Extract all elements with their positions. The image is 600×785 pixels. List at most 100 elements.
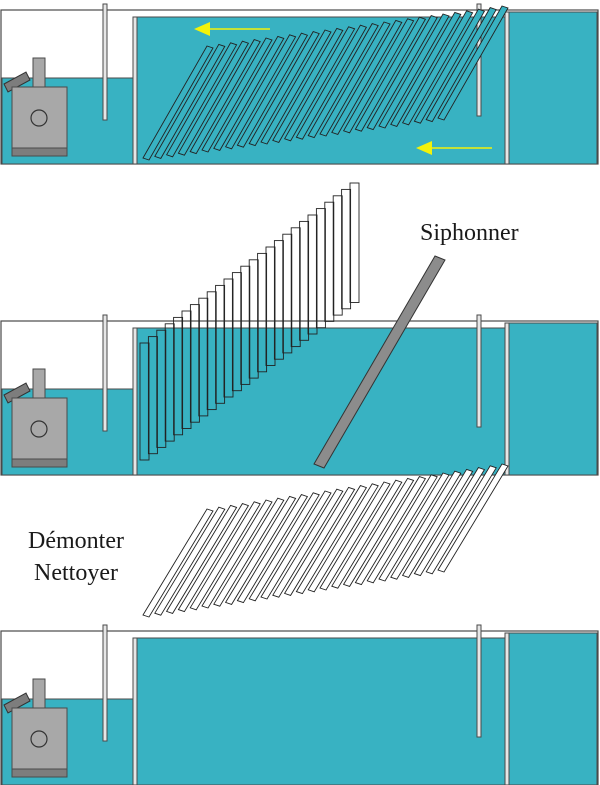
pump-body <box>11 707 68 774</box>
media-plate <box>307 483 379 593</box>
media-plate <box>282 233 293 354</box>
media-plate <box>257 252 268 373</box>
pump-base <box>11 147 68 157</box>
baffle-left <box>102 314 108 432</box>
baffle-left <box>102 3 108 121</box>
pump-rotor <box>30 420 48 438</box>
pump-hose <box>3 71 31 93</box>
media-plate <box>341 188 352 310</box>
media-plate <box>283 486 356 596</box>
media-plate <box>198 297 209 417</box>
pump-hose <box>3 382 31 404</box>
baffle-filter-left <box>132 16 138 165</box>
media-plate <box>248 259 259 379</box>
media-plate <box>272 488 344 598</box>
media-plate <box>366 474 438 584</box>
media-plate <box>290 227 301 348</box>
media-plate <box>342 477 415 587</box>
baffle-left <box>102 624 108 742</box>
media-plate <box>224 495 297 605</box>
pump-body <box>11 86 68 153</box>
pump-body <box>11 397 68 464</box>
baffle-return <box>504 632 510 785</box>
baffle-return <box>504 11 510 165</box>
media-plate <box>413 8 486 124</box>
media-plate <box>401 468 474 578</box>
media-plate <box>273 240 284 360</box>
media-plate <box>390 11 462 127</box>
flow-arrow-bottom-head <box>416 141 432 155</box>
media-plate <box>299 220 310 341</box>
media-plate <box>248 31 320 147</box>
media-plate <box>173 316 184 436</box>
media-plate <box>260 490 332 600</box>
siphon-tube-icon <box>313 255 446 469</box>
baffle-right <box>476 314 482 428</box>
pump-icon <box>3 678 68 778</box>
media-plate <box>213 497 285 607</box>
media-plate <box>215 284 226 404</box>
media-plate <box>213 35 285 151</box>
media-plate <box>332 195 343 316</box>
media-plate <box>248 492 320 602</box>
media-plate <box>260 29 332 145</box>
media-plate <box>189 304 200 423</box>
media-plate <box>189 501 261 611</box>
media-plate <box>295 24 368 140</box>
media-plate <box>378 13 450 129</box>
media-plate <box>315 208 326 329</box>
media-plate <box>307 214 318 335</box>
media-plate <box>154 506 226 616</box>
media-plate <box>201 37 273 153</box>
media-plate <box>165 42 238 158</box>
media-plate <box>390 470 462 580</box>
media-plate <box>189 39 261 155</box>
media-plate <box>142 45 214 161</box>
media-plate <box>156 329 167 448</box>
pump-hose <box>3 692 31 714</box>
media-plate <box>265 246 276 366</box>
label-siphonner: Siphonner <box>420 220 519 246</box>
pump-base <box>11 458 68 468</box>
pump-outlet <box>32 368 46 400</box>
media-plate <box>139 342 150 461</box>
pump-icon <box>3 57 68 157</box>
filter-media <box>142 463 509 618</box>
filter-media <box>139 182 360 461</box>
baffle-filter-left <box>132 637 138 785</box>
label-nettoyer: Nettoyer <box>34 560 118 586</box>
return-chamber-water <box>507 632 598 785</box>
media-plate <box>354 476 427 586</box>
pump-outlet <box>32 57 46 89</box>
media-plate <box>272 27 344 143</box>
media-plate <box>366 15 438 131</box>
return-chamber-water <box>507 11 598 165</box>
baffle-right <box>476 624 482 738</box>
pump-icon <box>3 368 68 468</box>
media-plate <box>342 18 415 134</box>
media-plate <box>177 40 250 156</box>
media-plate <box>331 19 403 135</box>
media-plate <box>236 494 309 604</box>
media-plate <box>307 23 379 139</box>
media-plate <box>437 5 509 121</box>
baffle-return <box>504 322 510 476</box>
pump-rotor <box>30 730 48 748</box>
return-chamber-water <box>507 322 598 476</box>
media-plate <box>324 201 335 322</box>
media-plate <box>413 467 486 577</box>
panel-normal-operation <box>0 3 599 165</box>
filter-chamber-water <box>136 637 508 785</box>
media-plate <box>181 310 192 429</box>
pump-outlet <box>32 678 46 710</box>
media-plate <box>164 323 175 442</box>
panel-siphoning <box>0 182 599 476</box>
flow-arrow-top-head <box>194 22 210 36</box>
media-plate <box>378 472 450 582</box>
flow-arrow-icon <box>194 22 492 155</box>
media-plate <box>401 10 474 126</box>
media-plate <box>437 463 509 573</box>
sump-tank-outline <box>0 630 599 785</box>
media-plate <box>231 272 242 392</box>
media-plate <box>425 465 497 575</box>
